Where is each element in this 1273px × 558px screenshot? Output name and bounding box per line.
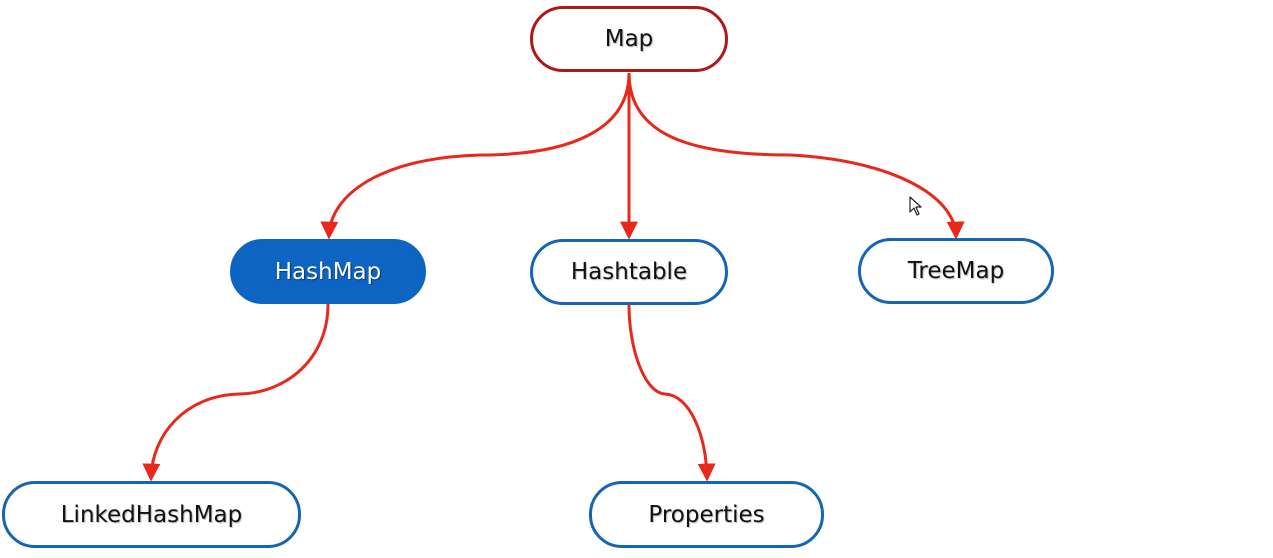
edge-hashtable-properties	[627, 304, 716, 482]
node-hashmap-label: HashMap	[274, 258, 382, 285]
node-properties[interactable]: Properties	[589, 481, 824, 548]
node-hashtable-label: Hashtable	[570, 259, 688, 285]
node-linkedhashmap[interactable]: LinkedHashMap	[2, 481, 301, 548]
node-map-label: Map	[604, 26, 654, 52]
edge-map-hashmap	[320, 72, 631, 240]
node-treemap[interactable]: TreeMap	[858, 238, 1054, 304]
node-hashtable[interactable]: Hashtable	[530, 239, 728, 305]
edge-map-treemap	[627, 72, 965, 240]
node-hashmap[interactable]: HashMap	[230, 239, 426, 304]
mouse-pointer-icon	[909, 196, 922, 216]
node-treemap-label: TreeMap	[907, 258, 1005, 284]
node-properties-label: Properties	[648, 501, 765, 528]
node-map[interactable]: Map	[530, 6, 728, 72]
edge-hashmap-linkedhashmap	[142, 303, 330, 482]
node-linkedhashmap-label: LinkedHashMap	[60, 501, 243, 528]
